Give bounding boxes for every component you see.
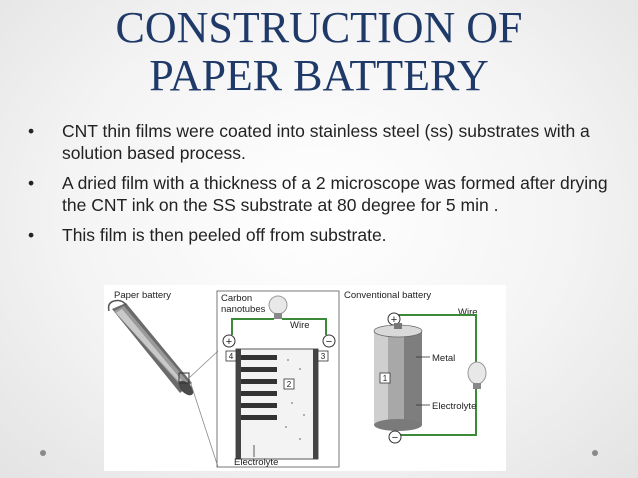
- svg-text:−: −: [326, 336, 332, 348]
- minus-terminal-icon: −: [322, 334, 336, 348]
- svg-text:+: +: [226, 336, 232, 348]
- conventional-battery-label: Conventional battery: [344, 290, 431, 301]
- decorative-dot-left: [40, 450, 46, 456]
- metal-label: Metal: [432, 353, 455, 364]
- label-4: 4: [229, 352, 234, 361]
- wire-path: [231, 318, 327, 335]
- cnt-layers: [241, 355, 277, 420]
- minus-terminal-icon: −: [388, 430, 402, 444]
- svg-text:+: +: [391, 314, 397, 326]
- cnt-detail-panel: [216, 290, 340, 468]
- bullet-text: This film is then peeled off from substr…: [62, 225, 387, 245]
- bulb-icon: [467, 361, 487, 389]
- electrolyte-label-right: Electrolyte: [432, 401, 476, 412]
- wire-label-conventional: Wire: [458, 307, 478, 318]
- carbon-label: Carbon: [221, 293, 252, 304]
- nanotubes-label: nanotubes: [221, 304, 266, 315]
- bullet-item: • A dried film with a thickness of a 2 m…: [22, 172, 612, 216]
- bullet-item: • This film is then peeled off from subs…: [22, 224, 612, 246]
- svg-text:−: −: [392, 432, 398, 444]
- paper-roll-illustration: [107, 299, 219, 468]
- bullet-item: • CNT thin films were coated into stainl…: [22, 120, 612, 164]
- bullet-dot: •: [28, 173, 35, 193]
- wire-label: Wire: [290, 320, 310, 331]
- decorative-dot-right: [592, 450, 598, 456]
- paper-battery-label: Paper battery: [114, 290, 171, 301]
- label-2: 2: [287, 380, 292, 389]
- battery-diagram: Paper battery Carbon nanotubes Wire + − …: [107, 290, 487, 468]
- slide-title: CONSTRUCTION OF PAPER BATTERY: [0, 4, 638, 100]
- label-3: 3: [321, 352, 326, 361]
- plus-terminal-icon: +: [222, 334, 236, 348]
- bullet-dot: •: [28, 225, 35, 245]
- label-1: 1: [383, 374, 388, 383]
- bullet-list: • CNT thin films were coated into stainl…: [22, 120, 612, 254]
- bullet-dot: •: [28, 121, 35, 141]
- bulb-icon: [268, 295, 288, 319]
- title-line-1: CONSTRUCTION OF: [115, 3, 523, 52]
- title-line-2: PAPER BATTERY: [149, 51, 489, 100]
- bullet-text: CNT thin films were coated into stainles…: [62, 121, 590, 163]
- electrolyte-label-left: Electrolyte: [234, 457, 278, 468]
- battery-figure: Paper battery Carbon nanotubes Wire + − …: [104, 285, 506, 471]
- bullet-text: A dried film with a thickness of a 2 mic…: [62, 173, 608, 215]
